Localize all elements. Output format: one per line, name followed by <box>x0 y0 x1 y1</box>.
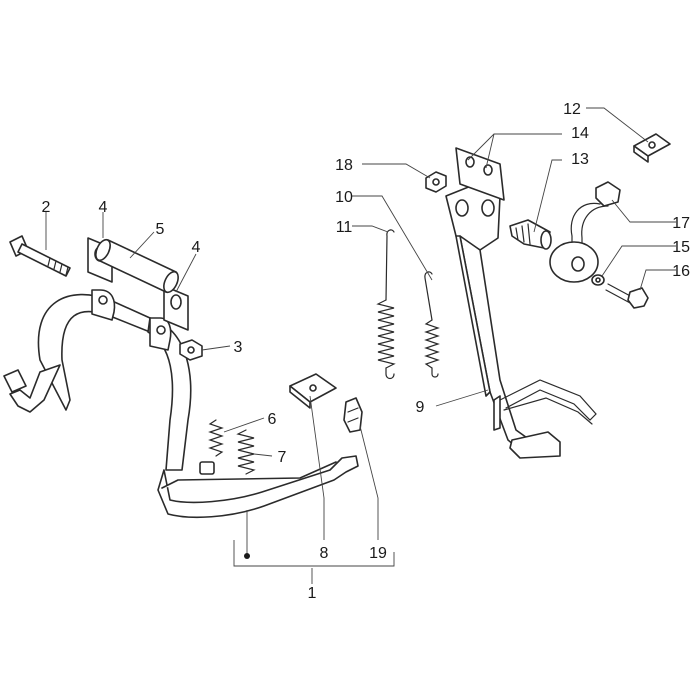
clip-19 <box>343 397 363 433</box>
callout-3: 3 <box>234 339 243 356</box>
callout-7: 7 <box>278 449 287 466</box>
side-stand <box>445 183 597 459</box>
callout-13: 13 <box>571 151 589 168</box>
pivot-bolt-13 <box>509 219 552 250</box>
callout-4b: 4 <box>192 239 201 256</box>
leader-lines <box>45 107 676 584</box>
spacer-tube-5 <box>95 238 179 294</box>
washer-15 <box>591 274 605 286</box>
callout-6: 6 <box>268 411 277 428</box>
bolt-2 <box>9 235 71 277</box>
clip-nut-12 <box>633 133 671 163</box>
leader-dot <box>244 553 250 559</box>
nut-18 <box>425 171 447 193</box>
callout-1: 1 <box>308 585 317 602</box>
spring-11 <box>376 229 396 380</box>
callout-4a: 4 <box>99 199 108 216</box>
callout-12: 12 <box>563 101 581 118</box>
callout-10: 10 <box>335 189 353 206</box>
callout-2: 2 <box>42 199 51 216</box>
callout-16: 16 <box>672 263 690 280</box>
switch-17 <box>549 181 621 283</box>
callout-15: 15 <box>672 239 690 256</box>
callout-9: 9 <box>416 399 425 416</box>
callout-14: 14 <box>571 125 589 142</box>
pad-8 <box>289 373 337 409</box>
shim-4b <box>163 285 189 331</box>
spring-7 <box>236 429 256 475</box>
center-stand <box>3 289 359 519</box>
callout-18: 18 <box>335 157 353 174</box>
nut-3 <box>179 339 203 361</box>
callout-19: 19 <box>369 545 387 562</box>
callout-8: 8 <box>320 545 329 562</box>
callout-5: 5 <box>156 221 165 238</box>
spring-6 <box>208 419 224 457</box>
spring-10 <box>424 271 440 378</box>
callout-11: 11 <box>336 219 353 236</box>
callout-17: 17 <box>672 215 690 232</box>
bolt-16 <box>605 283 649 309</box>
callout-labels: 1 2 3 4 4 5 6 7 8 9 10 11 12 13 14 15 16… <box>42 101 691 602</box>
